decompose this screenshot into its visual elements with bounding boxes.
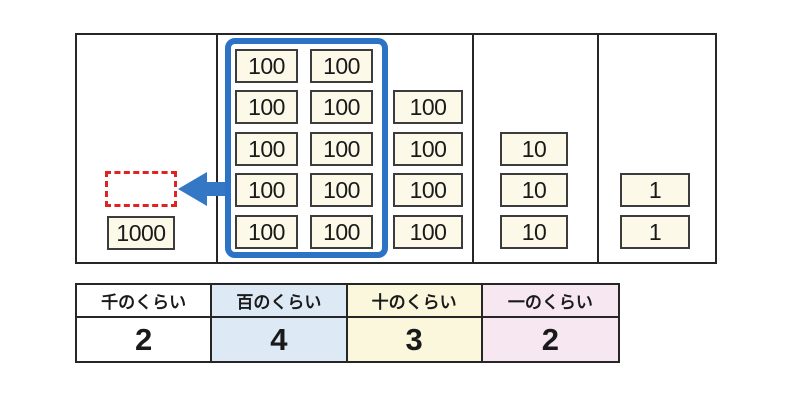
card-100: 100 bbox=[235, 90, 298, 124]
card-100: 100 bbox=[310, 49, 373, 83]
table-header-ones: 一のくらい bbox=[482, 285, 618, 318]
place-value-table: 千のくらい 2 百のくらい 4 十のくらい 3 一のくらい 2 bbox=[75, 283, 620, 363]
card-100: 100 bbox=[310, 132, 373, 166]
card-1000: 1000 bbox=[107, 216, 175, 250]
card-100: 100 bbox=[310, 173, 373, 207]
column-divider bbox=[472, 35, 474, 262]
card-100: 100 bbox=[393, 90, 463, 124]
place-value-board bbox=[75, 33, 717, 264]
left-arrow-icon bbox=[178, 172, 230, 206]
card-100: 100 bbox=[235, 49, 298, 83]
table-value-hundreds: 4 bbox=[212, 318, 348, 361]
column-divider bbox=[216, 35, 218, 262]
table-header-hundreds: 百のくらい bbox=[212, 285, 348, 318]
column-divider bbox=[597, 35, 599, 262]
card-100: 100 bbox=[393, 215, 463, 249]
card-100: 100 bbox=[393, 132, 463, 166]
table-header-tens: 十のくらい bbox=[347, 285, 483, 318]
card-100: 100 bbox=[393, 173, 463, 207]
card-100: 100 bbox=[235, 132, 298, 166]
card-10: 10 bbox=[500, 132, 568, 166]
card-1: 1 bbox=[620, 215, 690, 249]
card-100: 100 bbox=[310, 215, 373, 249]
table-value-tens: 3 bbox=[347, 318, 483, 361]
card-1: 1 bbox=[620, 173, 690, 207]
card-100: 100 bbox=[235, 215, 298, 249]
card-100: 100 bbox=[235, 173, 298, 207]
regroup-frame bbox=[225, 38, 388, 258]
table-value-ones: 2 bbox=[482, 318, 618, 361]
table-header-thousands: 千のくらい bbox=[77, 285, 213, 318]
card-10: 10 bbox=[500, 173, 568, 207]
card-100: 100 bbox=[310, 90, 373, 124]
table-value-thousands: 2 bbox=[77, 318, 213, 361]
empty-thousand-placeholder-box bbox=[105, 171, 177, 207]
card-10: 10 bbox=[500, 215, 568, 249]
